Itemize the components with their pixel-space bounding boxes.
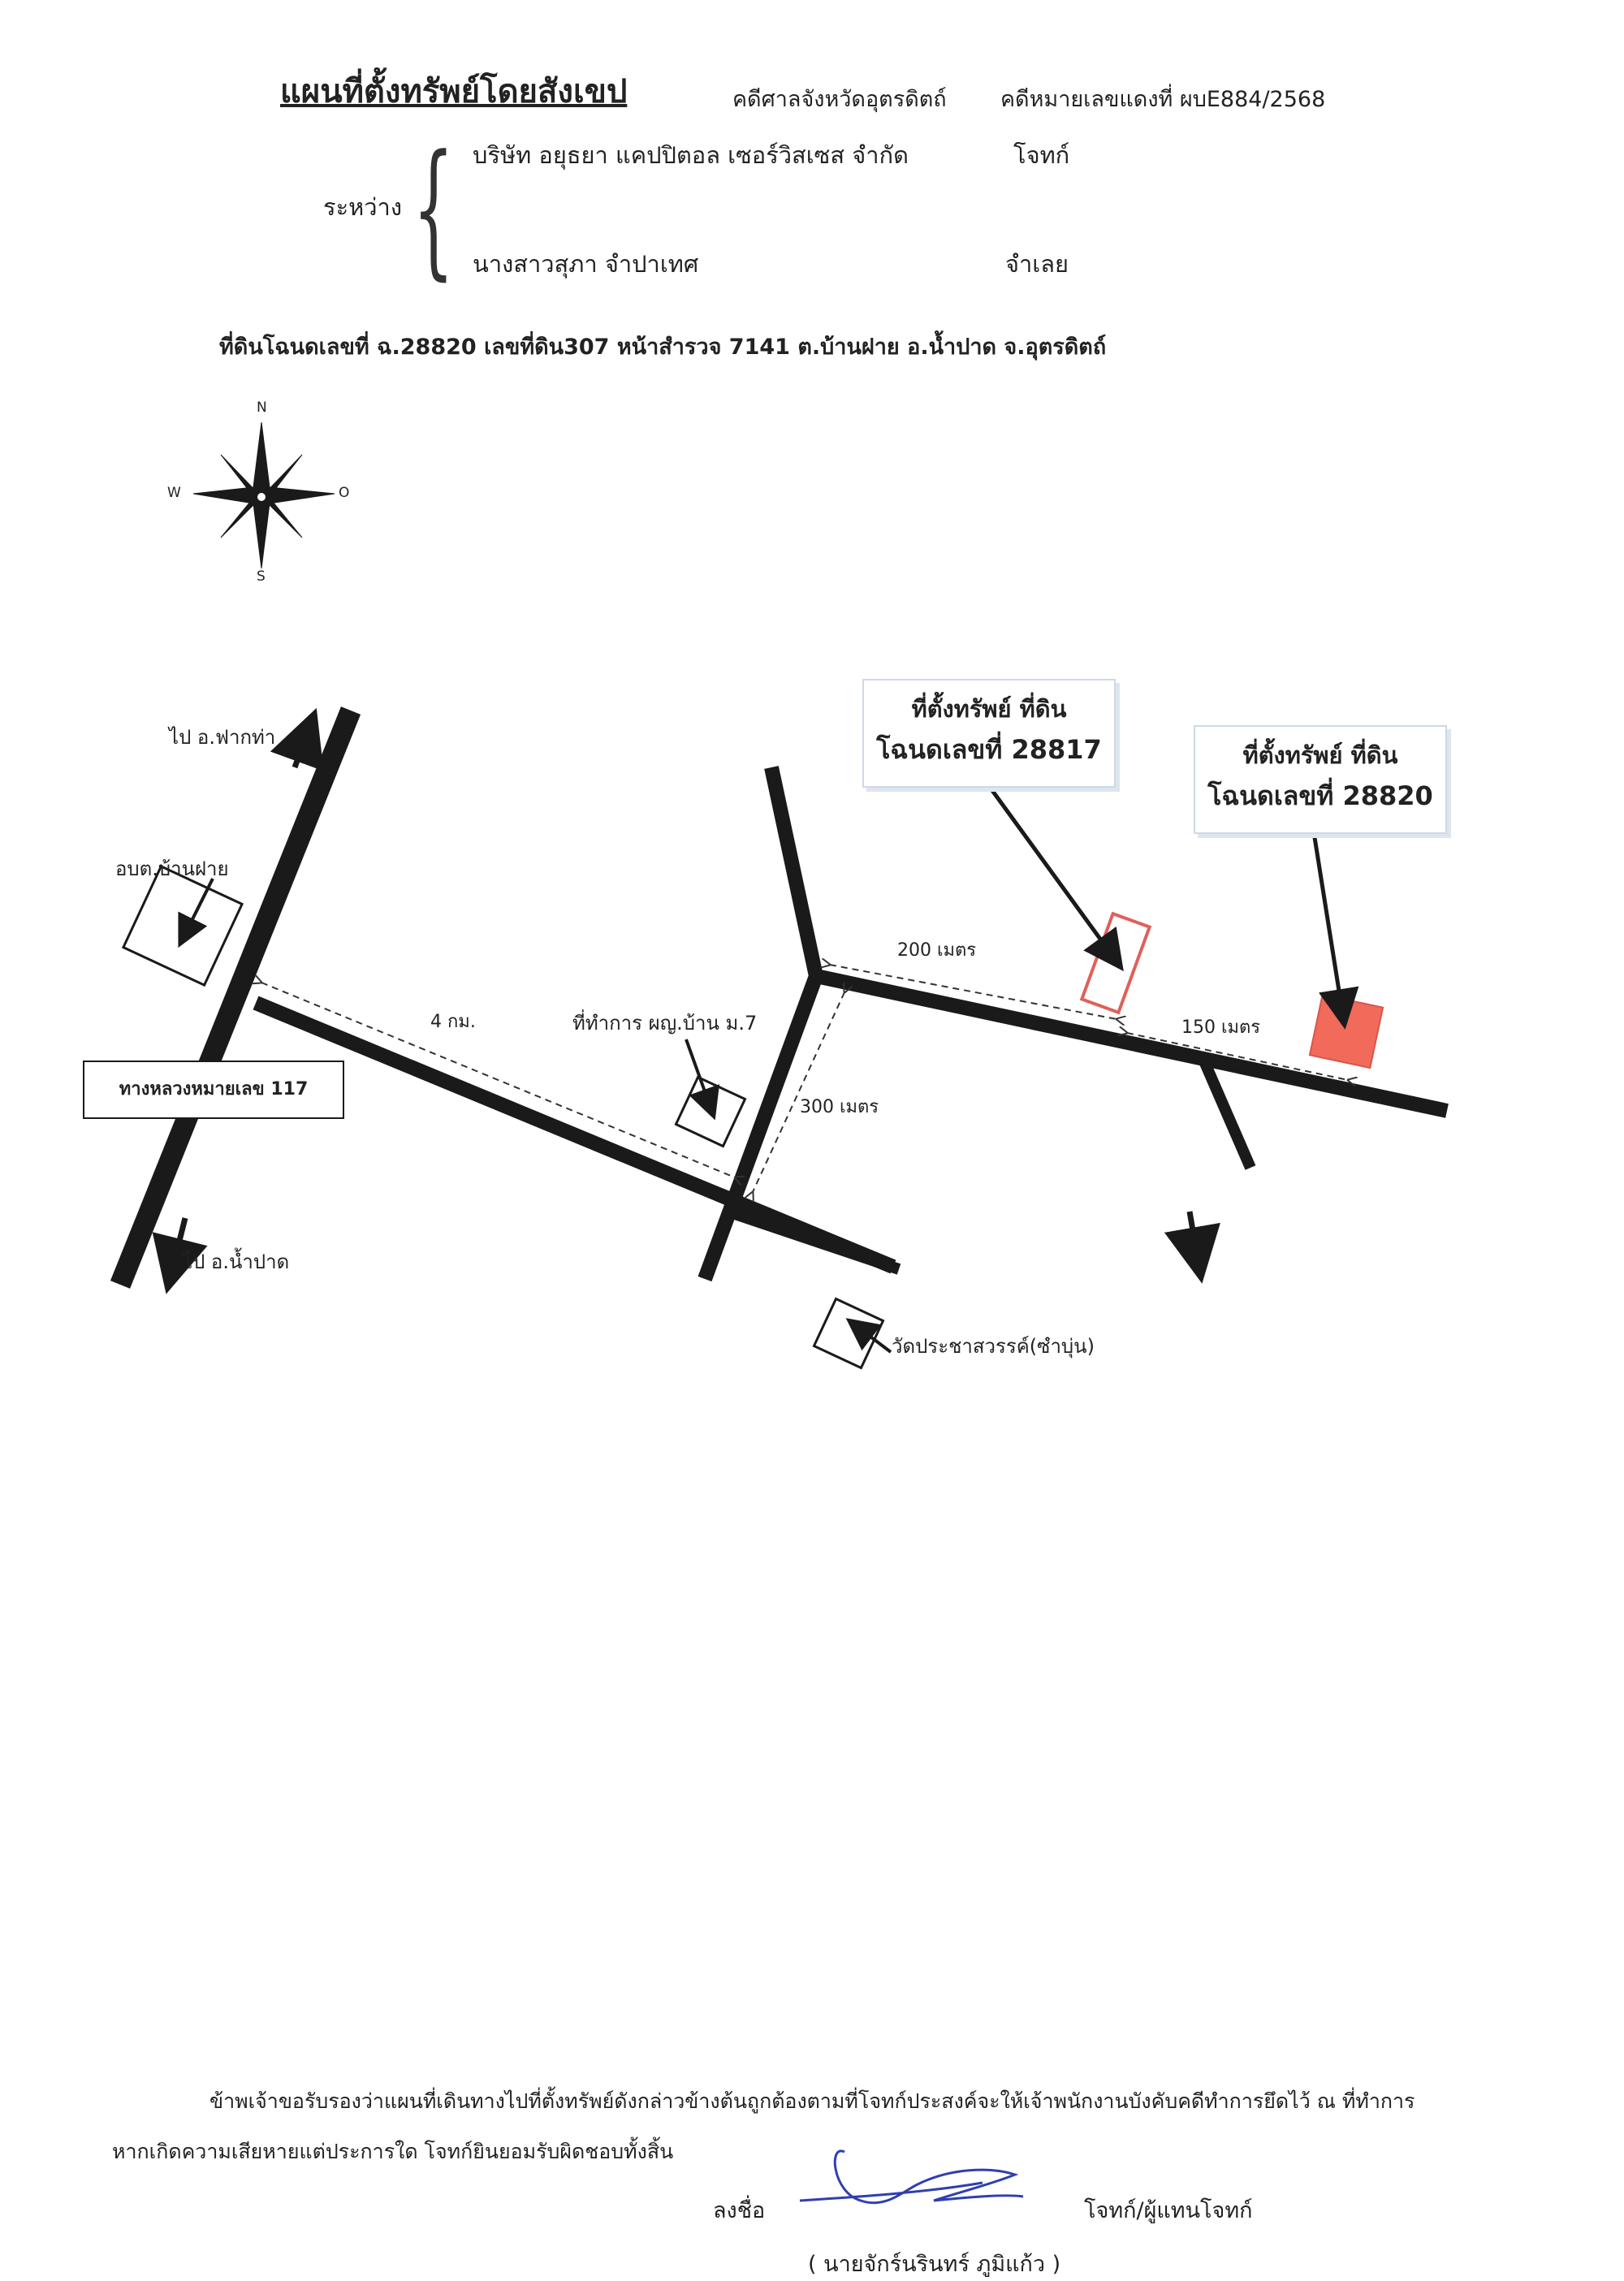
label-dist-300m: 300 เมตร [800, 1097, 879, 1117]
arrow-temple [845, 1318, 892, 1354]
sign-label: ลงชื่อ [713, 2198, 766, 2223]
arrow-to-fak-tha [270, 707, 324, 771]
highway-label: ทางหลวงหมายเลข 117 [119, 1079, 309, 1099]
callout-28820-line1: ที่ตั้งทรัพย์ ที่ดิน [1242, 741, 1398, 769]
label-temple: วัดประชาสวรรค์(ซำบุ่น) [892, 1335, 1095, 1358]
compass-w: W [167, 485, 181, 501]
dist-line-300m [753, 992, 844, 1192]
land-title-line: ที่ดินโฉนดเลขที่ ฉ.28820 เลขที่ดิน307 หน… [219, 335, 1107, 360]
arrow-south [1164, 1211, 1220, 1284]
parcel-28820 [1308, 993, 1384, 1069]
label-to-nam-pat: ไป อ.น้ำปาด [183, 1251, 290, 1273]
callout-parcel-28817: ที่ตั้งทรัพย์ ที่ดิน โฉนดเลขที่ 28817 [862, 679, 1116, 788]
compass-n: N [257, 400, 267, 416]
case-number: คดีหมายเลขแดงที่ ผบE884/2568 [1000, 87, 1326, 112]
dist-line-4km [261, 983, 735, 1177]
plaintiff-role: โจทก์ [1013, 141, 1070, 169]
defendant-role: จำเลย [1005, 250, 1069, 278]
dist-line-150m [1127, 1033, 1348, 1080]
highway-117-road [110, 706, 361, 1289]
signature [799, 2149, 1024, 2205]
label-to-fak-tha: ไป อ.ฟากท่า [169, 726, 276, 749]
arrow-to-nam-pat [152, 1217, 208, 1294]
arrow-obt [178, 878, 214, 948]
plaintiff-name: บริษัท อยุธยา แคปปิตอล เซอร์วิสเซส จำกัด [473, 141, 909, 169]
arrow-callout-28817 [987, 784, 1124, 972]
compass-s: S [257, 568, 266, 585]
highway-sign: ทางหลวงหมายเลข 117 [83, 1061, 344, 1119]
compass-e: O [339, 485, 350, 501]
temple-building [812, 1297, 885, 1370]
dist-line-200m [830, 965, 1116, 1019]
label-dist-4km: 4 กม. [430, 1012, 476, 1032]
court-name: คดีศาลจังหวัดอุตรดิตถ์ [732, 87, 947, 112]
brace-mark: { [412, 124, 455, 294]
label-dist-150m: 150 เมตร [1181, 1017, 1261, 1038]
callout-28817-line1: ที่ตั้งทรัพย์ ที่ดิน [911, 695, 1067, 723]
callout-parcel-28820: ที่ตั้งทรัพย์ ที่ดิน โฉนดเลขที่ 28820 [1194, 725, 1447, 834]
compass-rose [192, 421, 335, 569]
page-title: แผนที่ตั้งทรัพย์โดยสังเขป [280, 73, 628, 110]
road-lower-branch [732, 1208, 901, 1275]
between-label: ระหว่าง [323, 193, 402, 221]
label-dist-200m: 200 เมตร [897, 940, 977, 961]
signer-name: ( นายจักร์นรินทร์ ภูมิแก้ว ) [808, 2252, 1061, 2277]
defendant-name: นางสาวสุภา จำปาเทศ [473, 250, 699, 278]
road-north-branch [764, 766, 823, 978]
certification-line-1: ข้าพเจ้าขอรับรองว่าแผนที่เดินทางไปที่ตั้… [209, 2089, 1415, 2113]
label-obt-ban-fai: อบต.บ้านฝาย [115, 858, 229, 880]
callout-28817-line2: โฉนดเลขที่ 28817 [876, 734, 1102, 765]
callout-28820-line2: โฉนดเลขที่ 28820 [1207, 780, 1433, 811]
label-village-office: ที่ทำการ ผญ.บ้าน ม.7 [572, 1012, 758, 1035]
signer-role: โจทก์/ผู้แทนโจทก์ [1084, 2198, 1253, 2223]
arrow-callout-28820 [1311, 832, 1359, 1030]
certification-line-2: หากเกิดความเสียหายแต่ประการใด โจทก์ยินยอ… [112, 2140, 674, 2163]
